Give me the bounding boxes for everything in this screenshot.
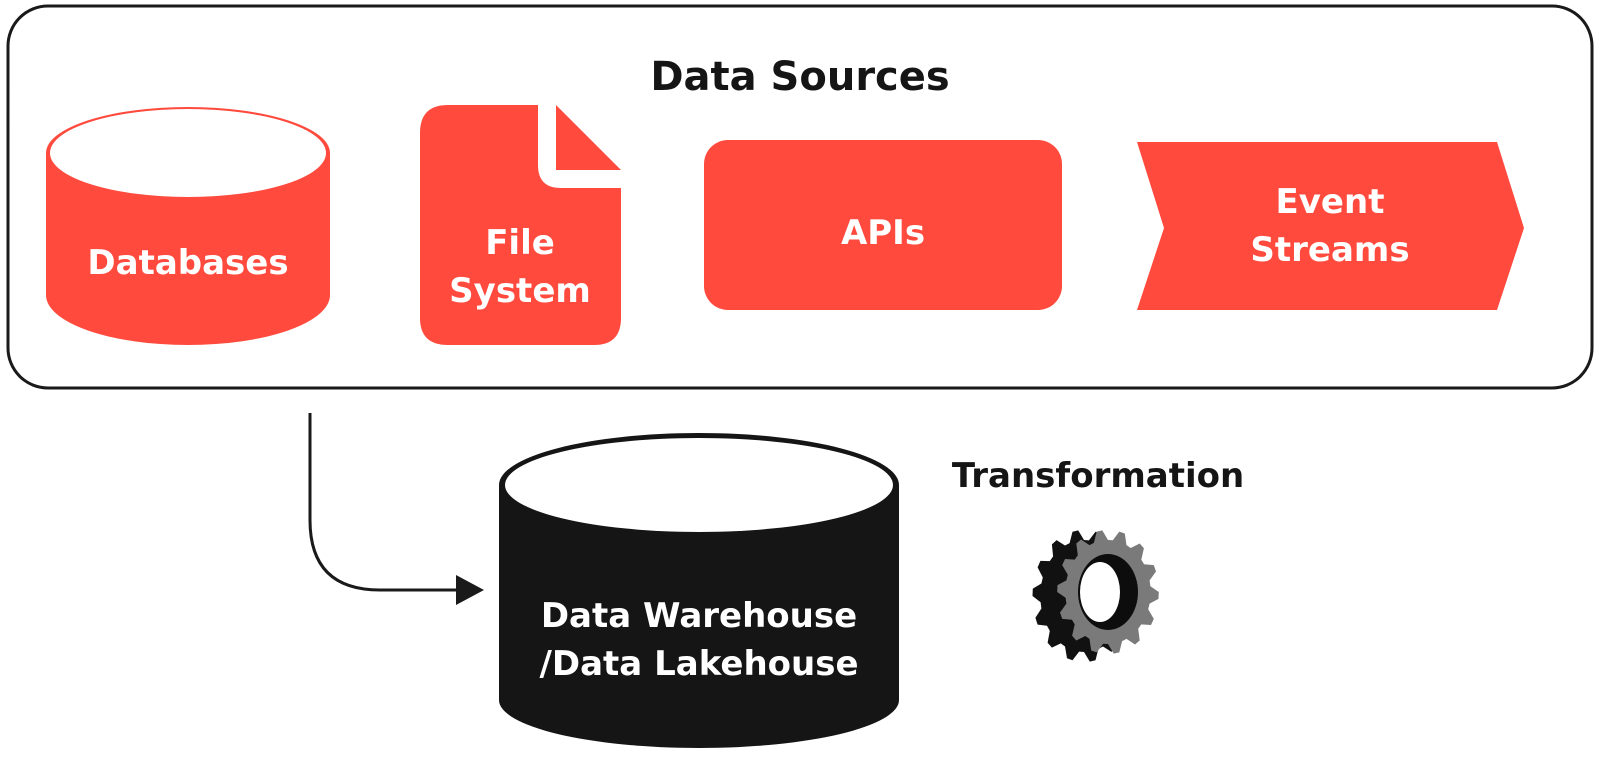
event-streams-label-line2: Streams	[1250, 230, 1409, 270]
event-streams-label-line1: Event	[1276, 182, 1385, 222]
file-system-node: File System	[420, 105, 621, 345]
document-fold-icon	[556, 105, 621, 170]
data-warehouse-label-line1: Data Warehouse	[541, 596, 857, 636]
apis-label: APIs	[841, 213, 925, 253]
databases-label: Databases	[87, 243, 288, 283]
gear-icon	[1032, 530, 1159, 662]
cylinder-top	[505, 438, 893, 532]
data-warehouse-node: Data Warehouse /Data Lakehouse	[499, 433, 899, 748]
chevron-arrow-icon	[1137, 142, 1524, 310]
gear-hole-highlight	[1080, 562, 1120, 622]
data-warehouse-label-line2: /Data Lakehouse	[539, 644, 858, 684]
flow-arrow	[308, 413, 484, 605]
document-icon	[420, 105, 621, 345]
databases-node: Databases	[46, 107, 330, 345]
cylinder-top	[50, 109, 326, 197]
transformation-label: Transformation	[952, 456, 1244, 496]
file-system-label-line2: System	[449, 271, 591, 311]
apis-node: APIs	[704, 140, 1062, 310]
file-system-label-line1: File	[485, 223, 555, 263]
flow-arrow-line	[308, 413, 458, 592]
event-streams-node: Event Streams	[1137, 142, 1524, 310]
arrowhead-icon	[456, 575, 484, 605]
rounded-box-icon	[704, 140, 1062, 310]
data-sources-title: Data Sources	[650, 54, 949, 100]
